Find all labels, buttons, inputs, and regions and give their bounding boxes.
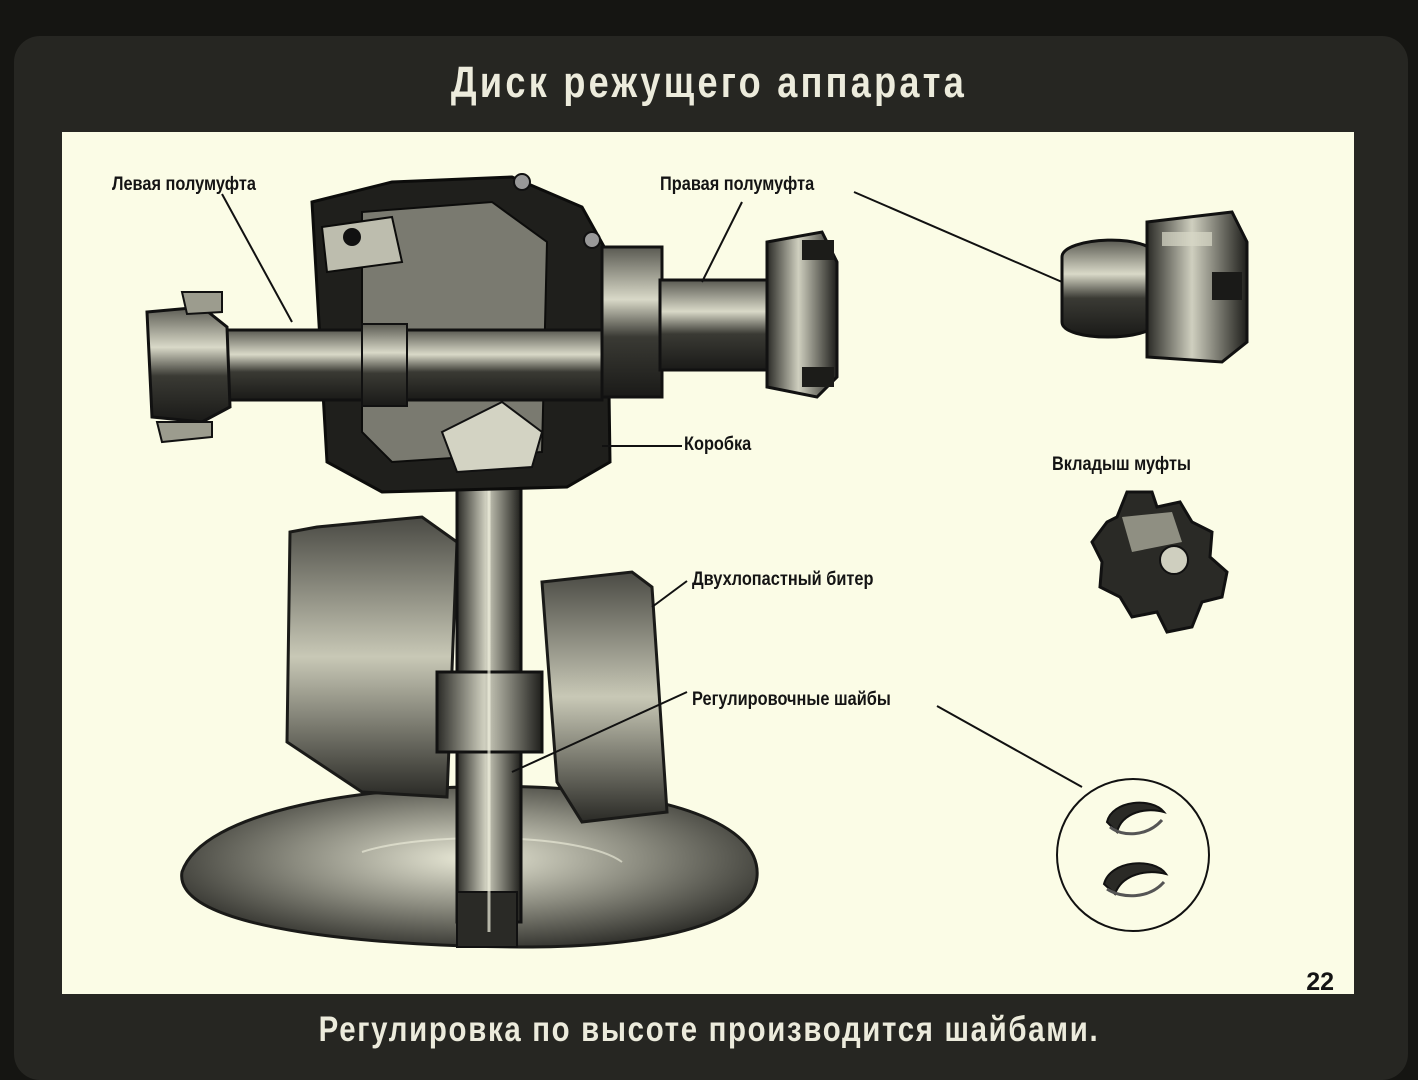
leader-washers-left bbox=[511, 691, 688, 773]
diagram-panel: Левая полумуфта Правая полумуфта Коробка… bbox=[62, 132, 1354, 996]
horizontal-shaft bbox=[170, 323, 604, 407]
leader-left-half-coupling bbox=[221, 193, 293, 323]
two-blade-beater bbox=[285, 515, 669, 824]
label-two-blade-beater: Двухлопастный битер bbox=[692, 569, 874, 590]
label-right-half-coupling: Правая полумуфта bbox=[660, 174, 815, 195]
label-adjusting-washers: Регулировочные шайбы bbox=[692, 689, 891, 710]
slide-caption: Регулировка по высоте производится шайба… bbox=[318, 1010, 1100, 1049]
left-half-coupling-part bbox=[145, 291, 232, 444]
page-number: 22 bbox=[1306, 968, 1334, 996]
label-coupling-insert: Вкладыш муфты bbox=[1052, 454, 1191, 475]
leader-beater bbox=[651, 580, 688, 608]
leader-right-half-coupling bbox=[853, 191, 1063, 283]
adjusting-washers-detail bbox=[1056, 778, 1210, 932]
label-left-half-coupling: Левая полумуфта bbox=[112, 174, 256, 195]
right-half-coupling-part bbox=[600, 230, 839, 399]
mechanism-drawing bbox=[145, 173, 1249, 949]
leader-washers-right bbox=[936, 705, 1083, 788]
right-half-coupling-detail bbox=[1060, 210, 1249, 364]
slide-title: Диск режущего аппарата bbox=[450, 58, 968, 107]
coupling-insert-detail bbox=[1090, 490, 1229, 634]
label-gearbox: Коробка bbox=[684, 434, 752, 455]
leader-lines bbox=[221, 191, 1083, 788]
leader-right-half-coupling-main bbox=[701, 201, 743, 283]
